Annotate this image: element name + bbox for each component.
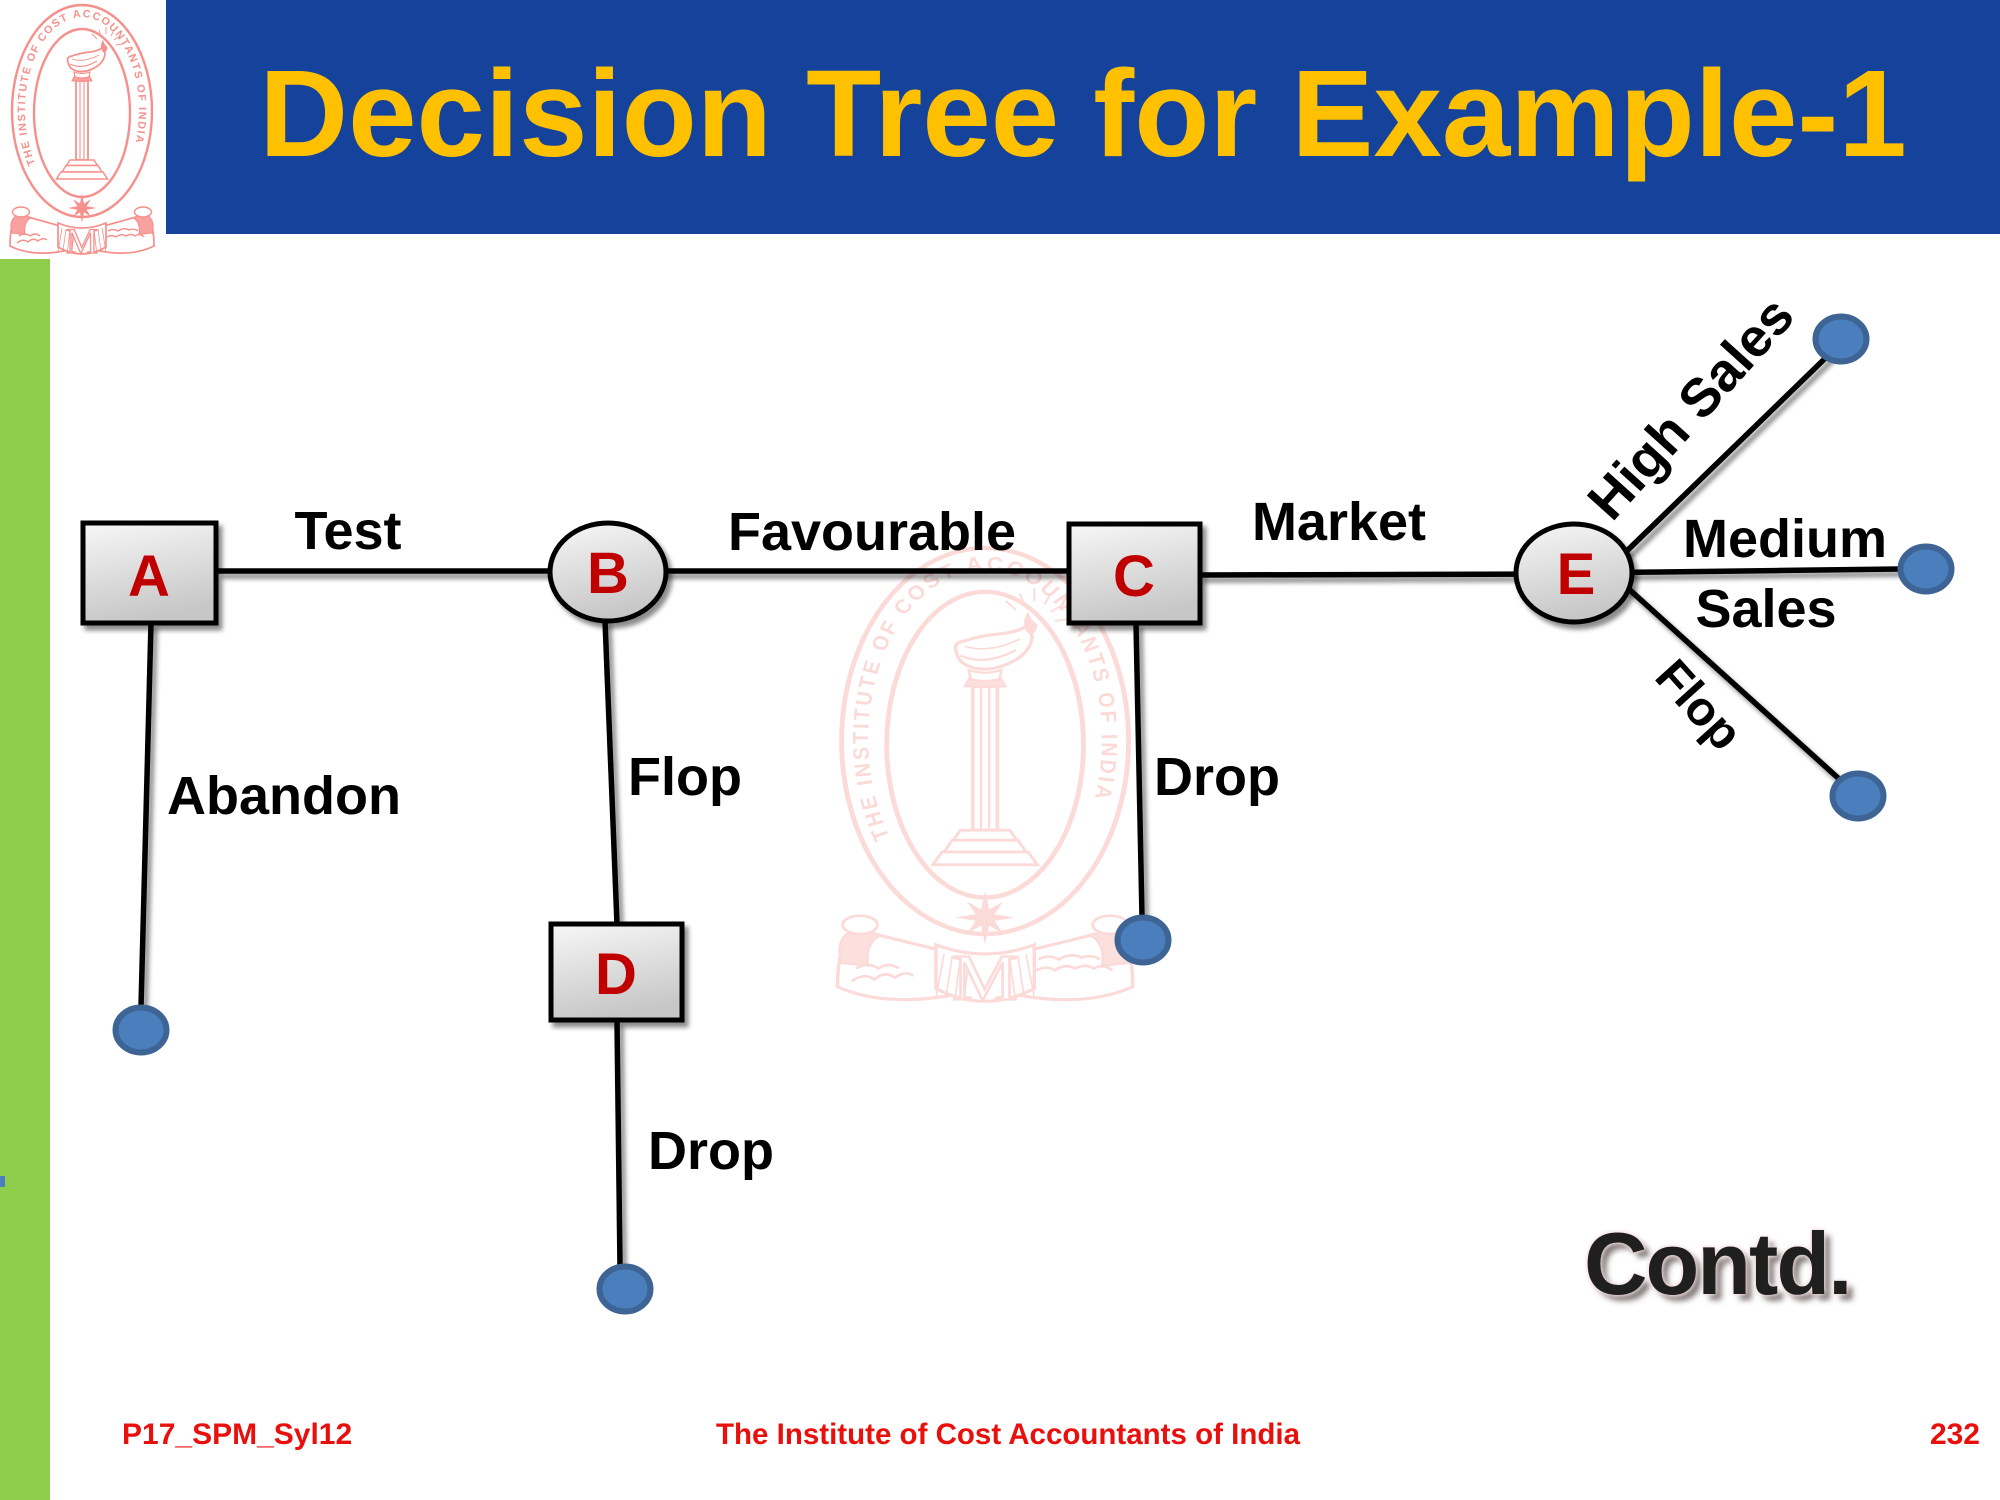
svg-text:Flop: Flop [1645, 650, 1752, 761]
svg-text:Test: Test [294, 501, 401, 561]
svg-text:E: E [1557, 542, 1596, 607]
svg-text:A: A [128, 544, 170, 609]
svg-text:D: D [595, 942, 637, 1007]
svg-text:Drop: Drop [648, 1121, 774, 1181]
svg-text:Abandon: Abandon [167, 766, 401, 826]
svg-text:Favourable: Favourable [728, 502, 1016, 562]
svg-text:Medium: Medium [1683, 509, 1887, 569]
svg-text:Market: Market [1252, 492, 1426, 552]
svg-text:B: B [587, 541, 629, 606]
svg-text:C: C [1113, 544, 1155, 609]
svg-text:Flop: Flop [628, 747, 742, 807]
svg-text:Sales: Sales [1695, 579, 1836, 639]
svg-text:Drop: Drop [1154, 747, 1280, 807]
